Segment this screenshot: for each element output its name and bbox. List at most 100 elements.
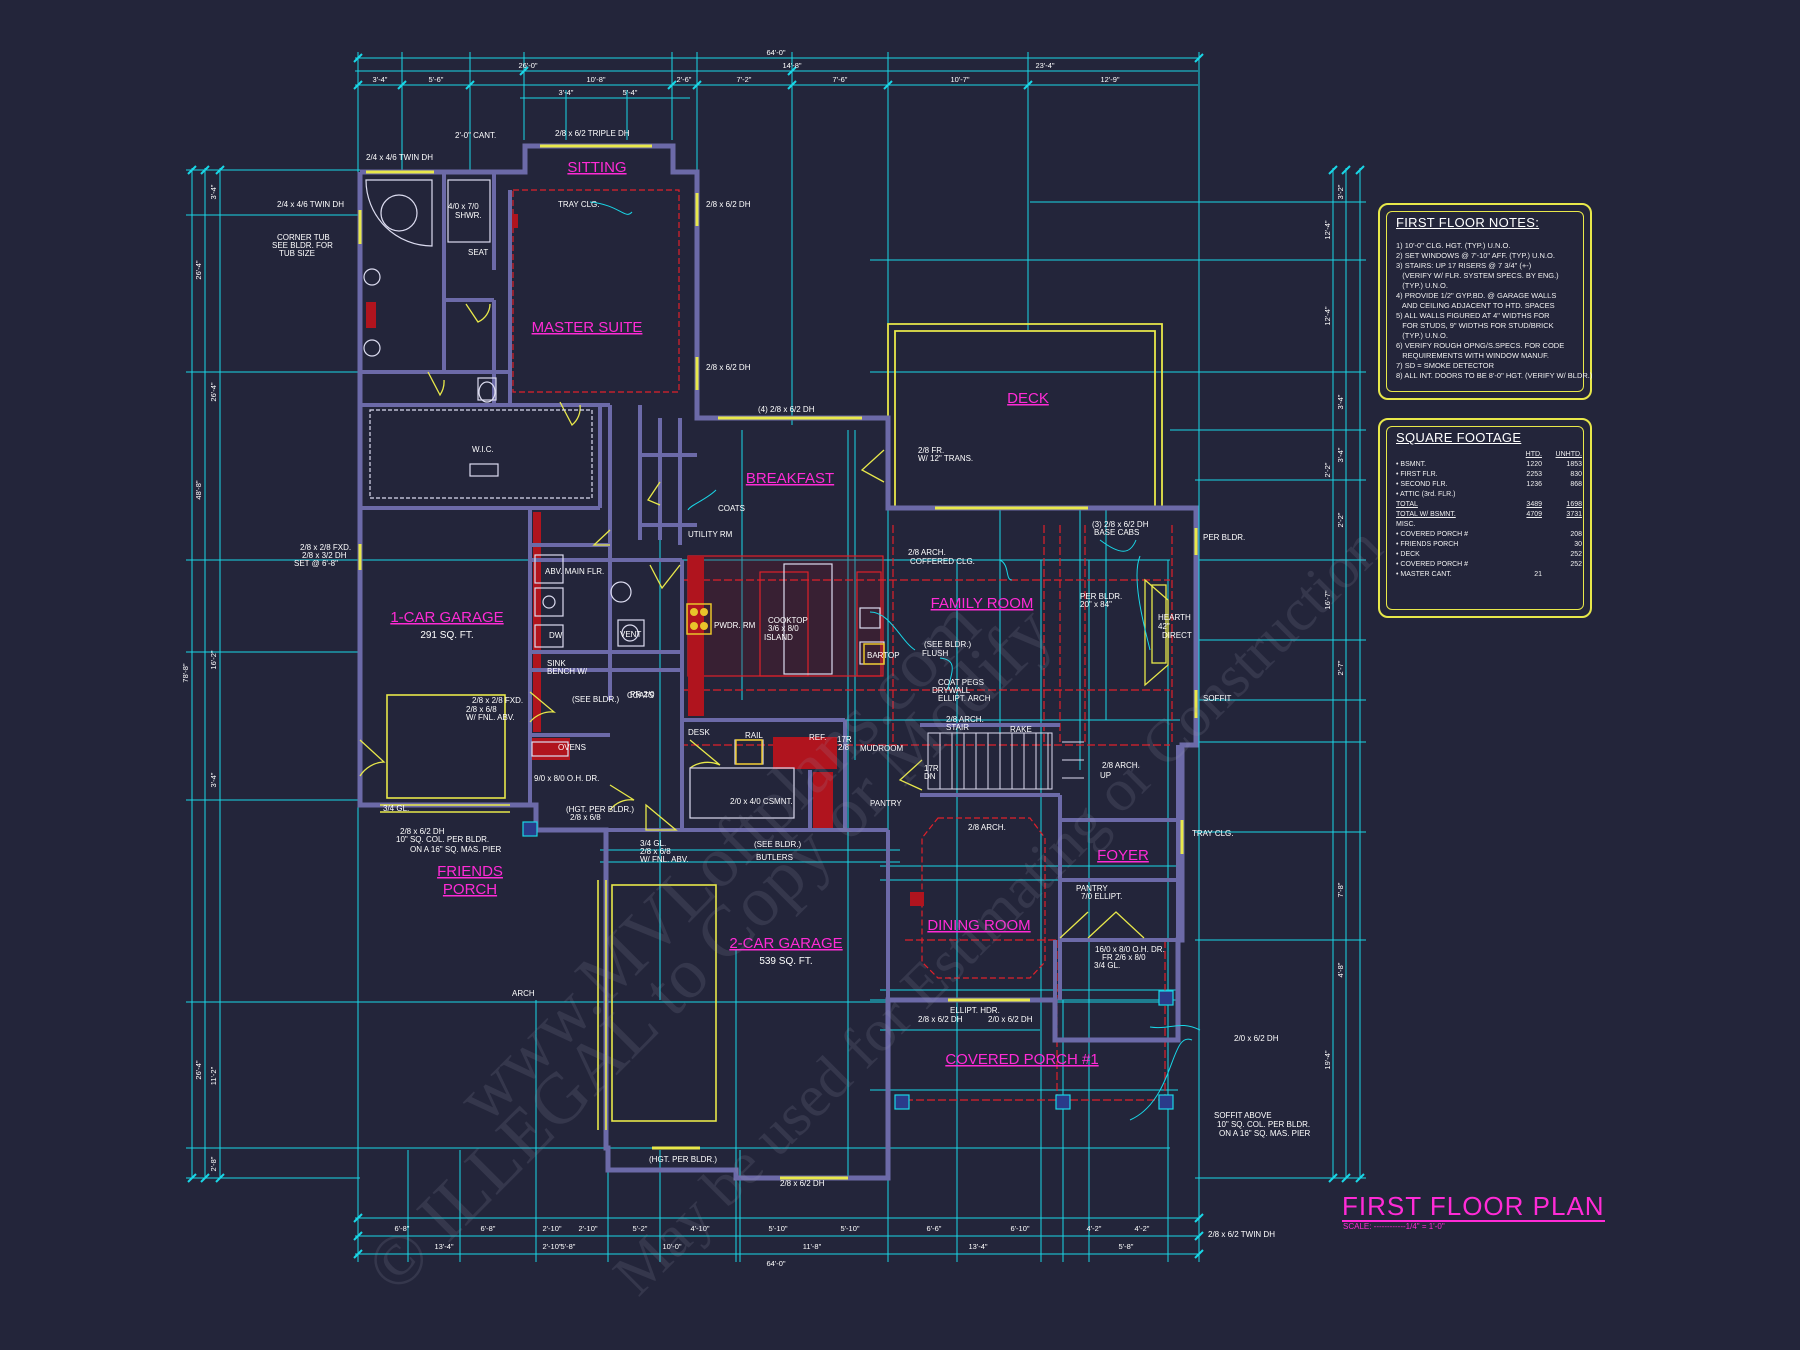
- sqft-cell: [1502, 540, 1542, 550]
- annotation-39: FLUSH: [922, 649, 948, 658]
- annotation-58: RAIL: [745, 731, 763, 740]
- sqft-cell: MISC.: [1396, 521, 1416, 528]
- sqft-cell: 868: [1570, 481, 1582, 488]
- annotation-29: 20" x 84": [1080, 600, 1112, 609]
- annotation-22: 2/8 x 3/2 DH: [302, 551, 347, 560]
- first-floor-notes-panel: FIRST FLOOR NOTES: 1) 10'-0" CLG. HGT. (…: [1378, 203, 1592, 400]
- annotation-66: 17R: [837, 735, 852, 744]
- sqft-cell: • FIRST FLR.: [1396, 471, 1438, 478]
- dim-right-row2-6: 4'-8": [1336, 962, 1345, 977]
- annotation-98: 2/8 x 6/2 DH: [780, 1179, 825, 1188]
- annotation-67: 2/8: [838, 743, 850, 752]
- annotation-69: 9/0 x 8/0 O.H. DR.: [534, 774, 599, 783]
- annotation-17: COATS: [718, 504, 745, 513]
- annotation-text: 2'-0" CANT.2/8 x 6/2 TRIPLE DH2/4 x 4/6 …: [0, 0, 1311, 1239]
- annotation-62: 2/8 ARCH.: [1102, 761, 1140, 770]
- dim-right-row2-4: 2'-7": [1336, 660, 1345, 675]
- room-label-covered-porch: COVERED PORCH #1: [945, 1051, 1098, 1068]
- sqft-header-cell: [1396, 450, 1502, 460]
- door-swings: [359, 303, 1169, 939]
- annotation-99: 2/8 x 6/2 TWIN DH: [1208, 1230, 1275, 1239]
- annotation-80: 2/8 x 6/8: [640, 847, 671, 856]
- cooktop: [686, 603, 712, 635]
- dimension-text: 64'-0"26'-0"14'-8"23'-4"3'-4"5'-6"10'-8"…: [181, 48, 1345, 1268]
- annotation-1: 2/8 x 6/2 TRIPLE DH: [555, 129, 630, 138]
- sqft-cell: 21: [1534, 571, 1542, 578]
- sqft-title: SQUARE FOOTAGE: [1396, 430, 1522, 445]
- sqft-cell: 208: [1570, 531, 1582, 538]
- sqft-header-cell: UNHTD.: [1555, 451, 1582, 458]
- dim-left-row1-2: 26'-4": [194, 1060, 203, 1079]
- room-label-foyer: FOYER: [1097, 847, 1149, 864]
- annotation-9: SHWR.: [455, 211, 482, 220]
- sqft-cell: [1502, 490, 1542, 500]
- dim-left-row2-5: 2'-8": [209, 1156, 218, 1171]
- annotation-54: MUDROOM: [860, 744, 903, 753]
- annotation-33: VENT: [620, 630, 641, 639]
- annotation-6: TUB SIZE: [279, 249, 315, 258]
- annotation-52: COATS: [627, 691, 654, 700]
- note-item-7: 5) ALL WALLS FIGURED AT 4" WIDTHS FOR: [1396, 311, 1550, 320]
- dim-left-row2-1: 26'-4": [209, 382, 218, 401]
- annotation-14: (4) 2/8 x 6/2 DH: [758, 405, 815, 414]
- dim-right-row1-1: 12'-4": [1323, 306, 1332, 325]
- annotation-7: TRAY CLG.: [558, 200, 600, 209]
- sqft-cell: 2253: [1526, 471, 1542, 478]
- dim-right-row2-5: 7'-8": [1336, 882, 1345, 897]
- dim-bottom-row1-0: 13'-4": [434, 1242, 453, 1251]
- sqft-cell: • DECK: [1396, 551, 1420, 558]
- annotation-63: UP: [1100, 771, 1111, 780]
- annotation-34: PWDR. RM: [714, 621, 756, 630]
- annotation-45: DRYWALL: [932, 686, 971, 695]
- annotation-100: 1'-0": [0, 0, 16, 2]
- annotation-81: W/ FNL. ABV.: [640, 855, 689, 864]
- note-item-1: 2) SET WINDOWS @ 7'-10" AFF. (TYP.) U.N.…: [1396, 251, 1555, 260]
- dim-right-row1-3: 16'-7": [1323, 590, 1332, 609]
- annotation-57: RAKE: [1010, 725, 1032, 734]
- annotation-16: W/ 12" TRANS.: [918, 454, 973, 463]
- annotation-61: DESK: [688, 728, 710, 737]
- annotation-40: BARTOP: [867, 651, 900, 660]
- room-area-two-car-garage: 539 SQ. FT.: [759, 956, 812, 967]
- room-label-deck: DECK: [1007, 390, 1049, 407]
- note-item-5: 4) PROVIDE 1/2" GYP.BD. @ GARAGE WALLS: [1396, 291, 1557, 300]
- sqft-cell: [1502, 530, 1542, 540]
- annotation-87: 16/0 x 8/0 O.H. DR.: [1095, 945, 1165, 954]
- annotation-78: 2/8 x 6/8: [570, 813, 601, 822]
- room-label-friends-porch-line1: FRIENDS: [437, 863, 503, 880]
- sqft-cell: • FRIENDS PORCH: [1396, 541, 1459, 548]
- annotation-59: REF.: [809, 733, 826, 742]
- dim-bottom-total: 64'-0": [766, 1259, 785, 1268]
- sqft-cell: 1236: [1526, 481, 1542, 488]
- room-label-sitting: SITTING: [567, 159, 626, 176]
- room-label-breakfast: BREAKFAST: [746, 470, 834, 487]
- refrigerator: [735, 739, 763, 765]
- annotation-18: (3) 2/8 x 6/2 DH: [1092, 520, 1149, 529]
- sqft-inner-border: [1386, 426, 1584, 610]
- dim-top-row2-2: 10'-8": [586, 75, 605, 84]
- annotation-95: 10" SQ. COL. PER BLDR.: [1217, 1120, 1310, 1129]
- dim-top-row1-0: 26'-0": [518, 61, 537, 70]
- annotation-55: 2/8 ARCH.: [946, 715, 984, 724]
- dim-bottom-row2-2: 2'-10": [542, 1224, 561, 1233]
- note-item-3: (VERIFY W/ FLR. SYSTEM SPECS. BY ENG.): [1396, 271, 1559, 280]
- annotation-5: SEE BLDR. FOR: [272, 241, 333, 250]
- annotation-15: 2/8 FR.: [918, 446, 944, 455]
- room-label-friends-porch-line2: PORCH: [443, 881, 497, 898]
- sqft-header-row: HTD.UNHTD.: [1396, 450, 1582, 460]
- room-area-one-car-garage: 291 SQ. FT.: [420, 630, 473, 641]
- annotation-21: 2/8 x 2/8 FXD.: [300, 543, 351, 552]
- garage-doors: [380, 694, 717, 1130]
- sqft-cell: [1502, 520, 1542, 530]
- annotation-64: 17R: [924, 764, 939, 773]
- note-item-10: 6) VERIFY ROUGH OPNG/S.SPECS. FOR CODE: [1396, 341, 1565, 350]
- annotation-51: (SEE BLDR.): [572, 695, 619, 704]
- dim-top-row3-1: 5'-4": [623, 88, 638, 97]
